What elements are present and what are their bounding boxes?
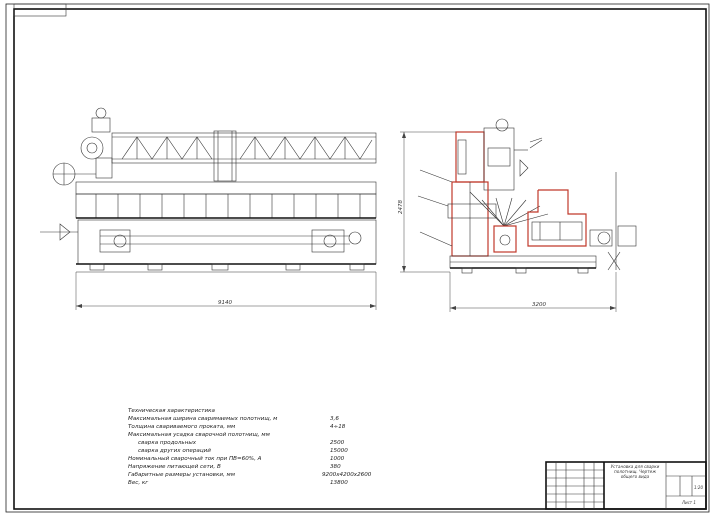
spec-label-4: сварка других операций — [138, 448, 211, 454]
side-height-dimension: 2478 — [398, 131, 456, 273]
spec-label-8: Вес, кг — [128, 480, 148, 486]
spec-value-7: 9200x4200x2600 — [322, 472, 372, 478]
front-length-label: 9140 — [218, 300, 232, 306]
spec-value-0: 3,6 — [330, 416, 339, 422]
spec-label-3: сварка продольных — [138, 440, 197, 446]
specs-title: Техническая характеристика — [128, 408, 216, 414]
side-view — [417, 118, 637, 274]
spec-label-5: Номинальный сварочный ток при ПВ=60%, А — [128, 456, 262, 462]
spec-label-0: Максимальная ширина сваримаемых полотнищ… — [128, 416, 278, 422]
spec-value-3: 2500 — [330, 440, 345, 446]
truss-web — [121, 136, 373, 160]
spec-value-1: 4÷18 — [330, 424, 346, 430]
front-length-dimension: 9140 — [75, 272, 377, 310]
spec-value-4: 15000 — [330, 448, 348, 454]
title-block-sheet: Лист 1 — [681, 500, 696, 505]
side-height-label: 2478 — [398, 200, 404, 214]
technical-specs: Техническая характеристика Максимальная … — [128, 408, 372, 486]
side-width-dimension: 3200 — [449, 272, 617, 312]
corner-stamp-box — [13, 3, 67, 17]
title-block-name: Установка для сварки полотнищ. Чертеж об… — [610, 464, 660, 479]
drawing-frame — [13, 8, 707, 510]
front-view — [40, 107, 377, 273]
spec-value-6: 380 — [330, 464, 341, 470]
title-block: Установка для сварки полотнищ. Чертеж об… — [545, 461, 707, 510]
spec-label-2: Максимальная усадка сварочной полотнищ, … — [128, 432, 271, 438]
spec-label-1: Толщина свариваемого проката, мм — [128, 424, 236, 430]
spec-label-7: Габаритные размеры установки, мм — [128, 472, 236, 478]
spec-value-5: 1000 — [330, 456, 345, 462]
spec-value-8: 13800 — [330, 480, 348, 486]
side-width-label: 3200 — [532, 302, 546, 308]
spec-label-6: Напряжение питающей сети, В — [128, 464, 221, 470]
title-block-scale: 1:20 — [694, 485, 703, 490]
sheet-border — [5, 3, 710, 513]
